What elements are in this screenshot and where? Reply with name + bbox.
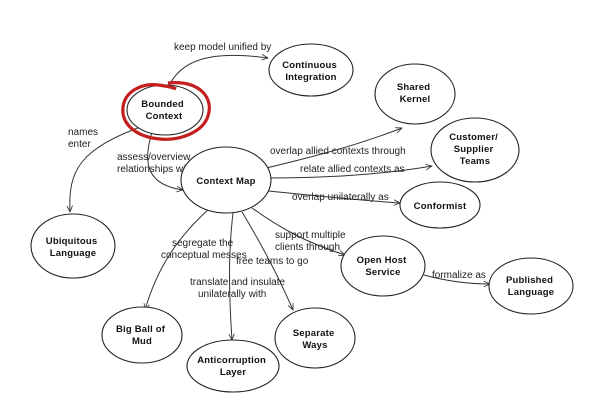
node-open-host-service: Open Host Service [340, 235, 426, 297]
edges [70, 55, 490, 340]
svg-text:Open Host Service: Open Host Service [357, 255, 410, 278]
label-translate-insulate: translate and insulate unilaterally with [190, 277, 288, 300]
svg-text:Shared Kernel: Shared Kernel [397, 82, 433, 105]
label-free-teams: free teams to go [236, 256, 309, 267]
node-separate-ways: Separate Ways [274, 307, 356, 369]
svg-text:Conformist: Conformist [414, 201, 467, 212]
node-published-language: Published Language [488, 257, 574, 315]
label-relate-allied: relate allied contexts as [300, 164, 405, 175]
label-assess-overview: assess/overview relationships with [117, 152, 194, 175]
label-support-multiple: support multiple clients through [275, 230, 348, 253]
label-overlap-unilaterally: overlap unilaterally as [292, 192, 389, 203]
label-overlap-allied: overlap allied contexts through [270, 146, 406, 157]
svg-text:Bounded Context: Bounded Context [141, 99, 186, 122]
svg-text:Context Map: Context Map [196, 176, 255, 187]
svg-text:Anticorruption Layer: Anticorruption Layer [197, 355, 269, 378]
edge-names-enter [70, 126, 141, 212]
svg-text:Customer/ Supplier: Customer/ Supplier Teams [449, 132, 501, 167]
node-shared-kernel: Shared Kernel [374, 63, 456, 125]
highlight-circle [121, 81, 211, 141]
svg-text:Ubiquitous Language: Ubiquitous Language [46, 236, 100, 259]
nodes: Continuous Integration Shared Kernel Cus… [30, 43, 574, 393]
edge-keep-model-unified [167, 55, 268, 89]
edge-free-teams [241, 211, 293, 310]
edge-overlap-allied [257, 128, 402, 171]
svg-text:Separate Ways: Separate Ways [293, 328, 338, 351]
label-keep-model-unified: keep model unified by [174, 42, 271, 53]
label-formalize-as: formalize as [432, 270, 486, 281]
node-customer-supplier-teams: Customer/ Supplier Teams [430, 117, 520, 183]
label-names-enter: names enter [68, 127, 101, 150]
svg-text:Published Language: Published Language [506, 275, 556, 298]
edge-segregate [145, 207, 211, 310]
node-anticorruption-layer: Anticorruption Layer [186, 339, 280, 393]
svg-text:Continuous Integration: Continuous Integration [282, 60, 340, 83]
node-bounded-context: Bounded Context [121, 81, 211, 141]
node-conformist: Conformist [399, 181, 481, 229]
edge-labels: keep model unified by names enter assess… [68, 42, 486, 300]
edge-formalize-as [423, 274, 490, 284]
node-ubiquitous-language: Ubiquitous Language [30, 213, 116, 279]
edge-support-multiple [251, 207, 345, 255]
edge-assess-overview [147, 131, 183, 190]
label-segregate: segregate the conceptual messes [161, 238, 247, 261]
node-continuous-integration: Continuous Integration [268, 43, 354, 97]
node-big-ball-of-mud: Big Ball of Mud [101, 306, 183, 364]
edge-overlap-unilaterally [257, 189, 400, 203]
node-context-map: Context Map [180, 146, 272, 214]
svg-text:Big Ball of Mud: Big Ball of Mud [116, 324, 168, 347]
edge-relate-allied [267, 166, 432, 179]
edge-translate-insulate [230, 212, 234, 340]
